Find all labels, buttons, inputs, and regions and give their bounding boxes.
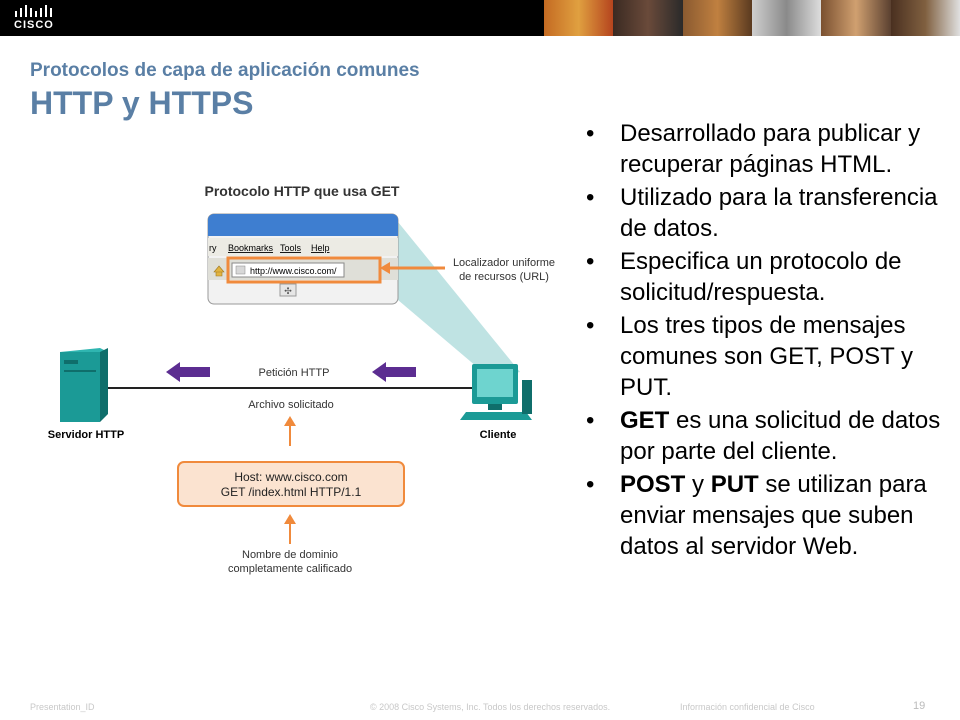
footer-copyright: © 2008 Cisco Systems, Inc. Todos los der…: [370, 702, 611, 712]
cisco-logo: CISCO: [12, 4, 58, 32]
header-photo: [890, 0, 960, 36]
footer-presentation-id: Presentation_ID: [30, 702, 95, 712]
cisco-bars-icon: [15, 5, 52, 17]
request-label: Petición HTTP: [259, 367, 330, 379]
move-icon: ✣: [284, 287, 292, 297]
get-line: GET /index.html HTTP/1.1: [221, 485, 362, 499]
home-icon[interactable]: [213, 265, 225, 277]
zoom-beam: [398, 222, 520, 378]
top-banner: CISCO: [0, 0, 960, 36]
slide-subtitle: Protocolos de capa de aplicación comunes: [30, 60, 420, 81]
page-number: 19: [913, 700, 926, 712]
menu-item-tools[interactable]: Tools: [280, 243, 302, 253]
scroll-button[interactable]: [279, 283, 297, 297]
url-label-line2: de recursos (URL): [459, 271, 549, 283]
request-arrow-left: [166, 362, 210, 382]
bullet-item: Utilizado para la transferencia de datos…: [586, 182, 946, 244]
bullet-list: Desarrollado para publicar y recuperar p…: [586, 118, 946, 564]
page-icon: [235, 265, 246, 275]
menu-item-partial[interactable]: ry: [209, 243, 217, 253]
header-photo: [613, 0, 683, 36]
bullet-item: Desarrollado para publicar y recuperar p…: [586, 118, 946, 180]
slide-title: HTTP y HTTPS: [30, 85, 254, 121]
bullet-item: GET es una solicitud de datos por parte …: [586, 405, 946, 467]
client-label: Cliente: [480, 429, 517, 441]
fqdn-label-line1: Nombre de dominio: [242, 549, 338, 561]
browser-menubar: [208, 238, 398, 256]
fqdn-label-line2: completamente calificado: [228, 563, 352, 575]
url-highlight: [226, 256, 382, 284]
header-photo: [682, 0, 752, 36]
request-arrow-right: [372, 362, 416, 382]
server-icon: [60, 348, 108, 422]
response-label: Archivo solicitado: [248, 399, 334, 411]
menu-item-help[interactable]: Help: [311, 243, 330, 253]
header-photo: [544, 0, 614, 36]
http-request-box: [177, 461, 405, 507]
client-computer-icon: [460, 364, 532, 420]
diagram-caption: Protocolo HTTP que usa GET: [205, 183, 400, 199]
footer-confidential: Información confidencial de Cisco: [680, 702, 815, 712]
browser-window: ry Bookmarks Tools Help http://www.cisco…: [207, 213, 399, 305]
menu-item-bookmarks[interactable]: Bookmarks: [228, 243, 274, 253]
url-label-line1: Localizador uniforme: [453, 257, 555, 269]
header-photo: [751, 0, 822, 36]
header-photo: [821, 0, 891, 36]
header-photo-strip: [544, 0, 960, 36]
bullet-item: Los tres tipos de mensajes comunes son G…: [586, 310, 946, 403]
bullet-item: POST y PUT se utilizan para enviar mensa…: [586, 469, 946, 562]
host-line: Host: www.cisco.com: [234, 470, 347, 484]
cisco-logo-text: CISCO: [14, 19, 54, 31]
url-text: http://www.cisco.com/: [250, 266, 337, 276]
bullet-item: Especifica un protocolo de solicitud/res…: [586, 246, 946, 308]
url-bar[interactable]: [231, 262, 345, 278]
server-label: Servidor HTTP: [48, 429, 124, 441]
